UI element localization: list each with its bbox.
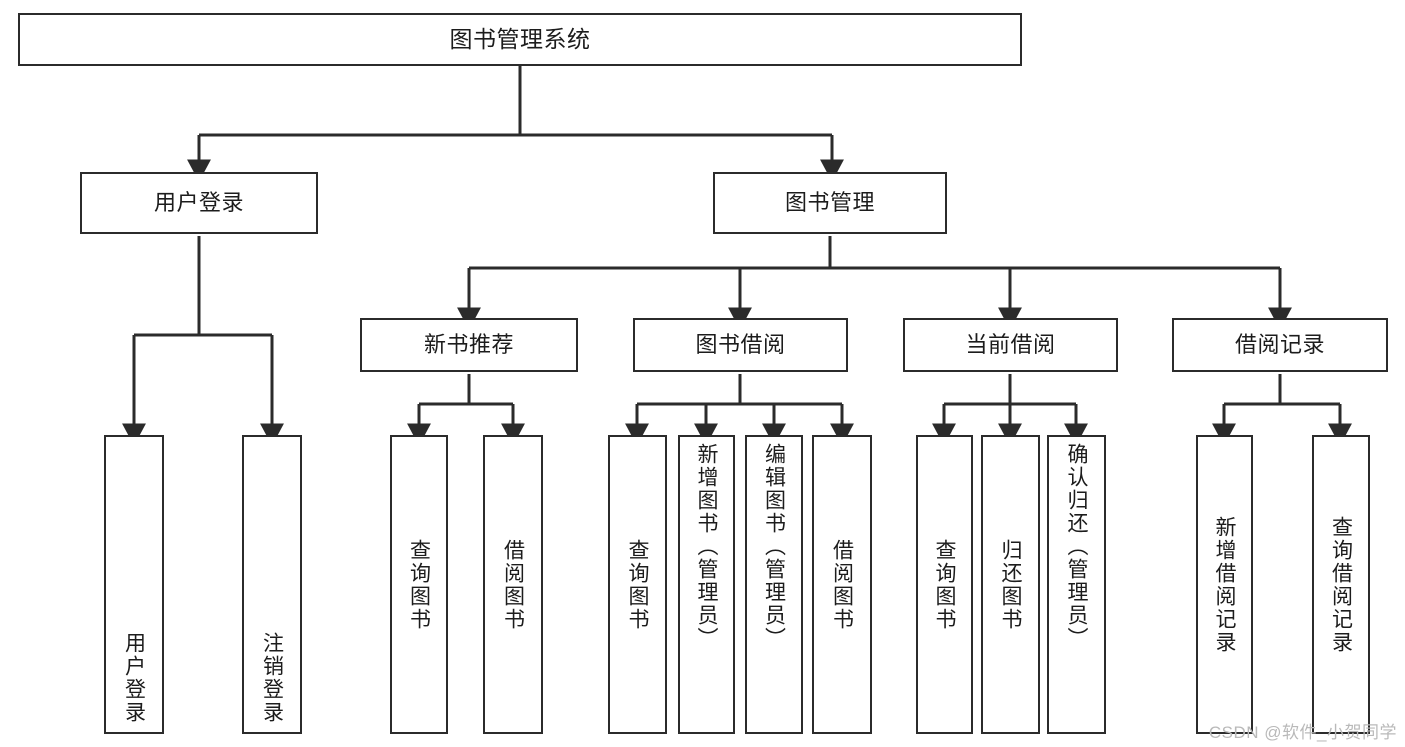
node-label: 借阅图书 (830, 538, 854, 631)
node-label: 借阅记录 (1234, 332, 1325, 358)
leaf-query-books-new-book[interactable]: 查询图书 (390, 435, 448, 734)
leaf-borrow-books[interactable]: 借阅图书 (812, 435, 872, 734)
node-label: 确认归还（管理员） (1065, 443, 1088, 650)
node-label: 新书推荐 (423, 332, 514, 358)
node-label: 新增图书（管理员） (695, 443, 718, 650)
node-book-borrowing[interactable]: 图书借阅 (633, 318, 848, 372)
leaf-add-borrow-record[interactable]: 新增借阅记录 (1196, 435, 1253, 734)
leaf-borrow-books-new-book[interactable]: 借阅图书 (483, 435, 543, 734)
csdn-watermark: CSDN @软件_小贺同学 (1208, 723, 1397, 742)
node-label: 查询图书 (626, 538, 649, 631)
node-label: 查询图书 (933, 538, 956, 631)
leaf-query-books-current[interactable]: 查询图书 (916, 435, 973, 734)
leaf-query-borrow-record[interactable]: 查询借阅记录 (1312, 435, 1370, 734)
leaf-confirm-return-admin[interactable]: 确认归还（管理员） (1047, 435, 1106, 734)
leaf-query-books-borrow[interactable]: 查询图书 (608, 435, 667, 734)
leaf-user-login[interactable]: 用户登录 (104, 435, 164, 734)
node-label: 用户登录 (122, 632, 146, 724)
node-label: 图书管理系统 (449, 26, 591, 53)
node-label: 图书借阅 (695, 332, 786, 358)
node-label: 归还图书 (999, 538, 1022, 631)
node-borrowing-record[interactable]: 借阅记录 (1172, 318, 1388, 372)
node-new-book-recommendation[interactable]: 新书推荐 (360, 318, 578, 372)
node-label: 用户登录 (153, 190, 244, 216)
node-label: 新增借阅记录 (1213, 515, 1236, 654)
node-current-borrowing[interactable]: 当前借阅 (903, 318, 1118, 372)
node-label: 注销登录 (260, 632, 284, 724)
node-book-management[interactable]: 图书管理 (713, 172, 947, 234)
leaf-add-book-admin[interactable]: 新增图书（管理员） (678, 435, 735, 734)
node-user-login[interactable]: 用户登录 (80, 172, 318, 234)
node-label: 图书管理 (784, 190, 875, 216)
node-label: 编辑图书（管理员） (762, 443, 786, 650)
node-root-book-management-system[interactable]: 图书管理系统 (18, 13, 1022, 66)
leaf-edit-book-admin[interactable]: 编辑图书（管理员） (745, 435, 803, 734)
node-label: 查询借阅记录 (1329, 515, 1353, 654)
leaf-return-books[interactable]: 归还图书 (981, 435, 1040, 734)
node-label: 借阅图书 (501, 538, 525, 631)
node-label: 查询图书 (407, 538, 431, 631)
node-label: 当前借阅 (965, 332, 1056, 358)
leaf-logout[interactable]: 注销登录 (242, 435, 302, 734)
